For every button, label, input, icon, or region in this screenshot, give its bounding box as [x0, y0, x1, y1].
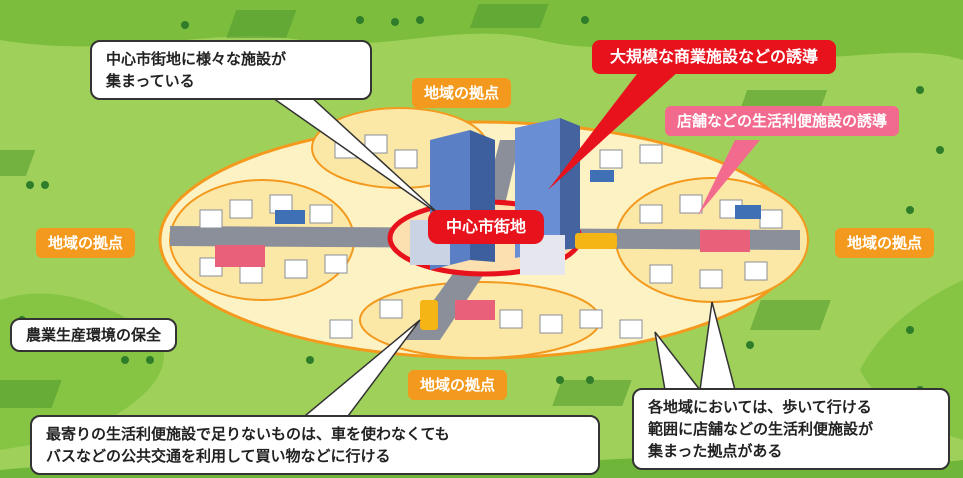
- downtown-callout-line-1: 中心市街地に様々な施設が: [106, 50, 287, 68]
- hub-label-bottom: 地域の拠点: [408, 370, 508, 400]
- walk-callout-line-2: 範囲に店舗などの生活利便施設が: [648, 420, 874, 438]
- transit-callout-line-2: バスなどの公共交通を利用して買い物などに行ける: [46, 447, 391, 465]
- center-label: 中心市街地: [428, 210, 545, 244]
- bus-bottom: [420, 300, 438, 330]
- shops-label: 店舗などの生活利便施設の誘導: [665, 106, 900, 136]
- walk-callout-line-1: 各地域においては、歩いて行ける: [648, 398, 872, 416]
- hub-label-right: 地域の拠点: [835, 228, 935, 258]
- hub-label-left: 地域の拠点: [36, 228, 136, 258]
- walk-callout-line-3: 集まった拠点がある: [648, 442, 783, 460]
- transit-callout-line-1: 最寄りの生活利便施設で足りないものは、車を使わなくても: [46, 425, 450, 443]
- downtown-callout-line-2: 集まっている: [106, 72, 195, 90]
- hub-label-top: 地域の拠点: [412, 78, 512, 108]
- callout-pointer-commercial: [548, 70, 680, 190]
- bus-right: [575, 233, 617, 249]
- house-clusters: [199, 134, 783, 339]
- callout-pointer-shops: [698, 140, 760, 215]
- farmland-label: 農業生産環境の保全: [10, 318, 178, 352]
- skyscrapers: [410, 118, 580, 275]
- commercial-label: 大規模な商業施設などの誘導: [592, 40, 837, 74]
- downtown-callout: 中心市街地に様々な施設が 集まっている: [90, 40, 372, 100]
- walk-callout: 各地域においては、歩いて行ける 範囲に店舗などの生活利便施設が 集まった拠点があ…: [632, 388, 950, 470]
- transit-callout: 最寄りの生活利便施設で足りないものは、車を使わなくても バスなどの公共交通を利用…: [30, 415, 600, 475]
